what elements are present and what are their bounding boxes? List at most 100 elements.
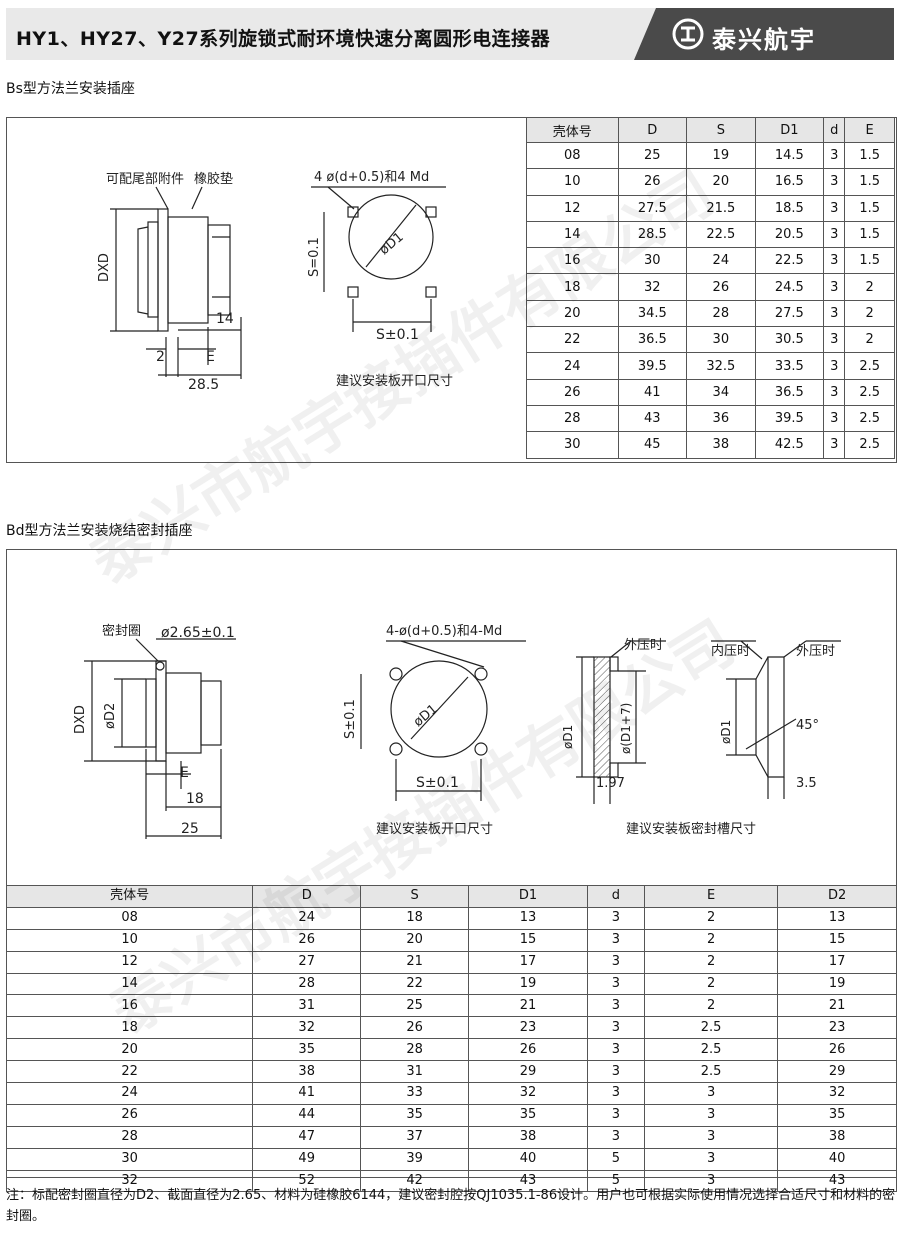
table-cell: 3 [823, 404, 846, 433]
table-cell: 3 [823, 299, 846, 328]
table-cell: 22.5 [754, 247, 825, 275]
table-cell: 31 [360, 1060, 470, 1084]
table-header-row: 壳体号 D S D1 d E D2 [5, 885, 897, 908]
table-cell: 3 [643, 1147, 779, 1171]
dim-e: E [206, 349, 215, 365]
table-cell: 20.5 [754, 220, 825, 249]
table-cell: 38 [777, 1125, 897, 1149]
table-cell: 24 [526, 352, 619, 380]
section2-drawing: 密封圈 ø2.65±0.1 DXD øD2 E 18 25 4-ø(d+0.5)… [73, 623, 841, 839]
section1-title: Bs型方法兰安装插座 [6, 81, 135, 97]
table-cell: 3 [643, 1082, 779, 1105]
table-cell: 38 [252, 1060, 362, 1084]
table-cell: 5 [586, 1147, 645, 1171]
table-cell: 20 [686, 168, 756, 196]
col-header: 壳体号 [5, 885, 254, 908]
dim-d2: øD2 [103, 703, 118, 729]
dim-d1: øD1 [377, 230, 407, 258]
table-cell: 10 [526, 168, 619, 196]
table-cell: 2.5 [844, 404, 895, 433]
table-cell: 27.5 [754, 299, 825, 328]
table-cell: 20 [360, 928, 470, 952]
col-header: d [586, 885, 645, 908]
table-cell: 2.5 [844, 378, 895, 406]
table-cell: 40 [777, 1147, 897, 1171]
table-cell: 3 [586, 1125, 645, 1149]
col-header: d [823, 117, 846, 143]
table-cell: 2 [643, 928, 779, 952]
table-cell: 3 [643, 1103, 779, 1127]
table-cell: 2 [844, 273, 895, 301]
table-cell: 10 [5, 928, 254, 952]
table-cell: 38 [468, 1125, 588, 1149]
col-header: D [617, 117, 688, 143]
col-header: S [360, 885, 470, 908]
table-cell: 25 [617, 141, 688, 170]
brand-logo-icon [672, 18, 704, 50]
dim-e-2: E [180, 765, 189, 781]
table-cell: 2.5 [643, 1016, 779, 1040]
table-cell: 1.5 [844, 168, 895, 196]
cutout-caption-2: 建议安装板开口尺寸 [376, 822, 493, 837]
table-cell: 2 [643, 994, 779, 1018]
dim-s-horizontal-2: S±0.1 [416, 775, 459, 791]
table-cell: 21.5 [686, 194, 756, 222]
table-cell: 17 [777, 950, 897, 974]
table-cell: 3 [586, 950, 645, 974]
table-cell: 24 [686, 247, 756, 275]
table-cell: 27 [252, 950, 362, 974]
table-cell: 36.5 [617, 326, 688, 354]
table-header-row: 壳体号 D S D1 d E [526, 117, 895, 143]
col-header: S [686, 117, 756, 143]
table-cell: 28 [360, 1038, 470, 1062]
table-cell: 30 [5, 1147, 254, 1171]
table-cell: 36 [686, 404, 756, 433]
table-cell: 28 [5, 1125, 254, 1149]
table-cell: 3 [823, 168, 846, 196]
table-cell: 36.5 [754, 378, 825, 406]
table-cell: 30 [617, 247, 688, 275]
table-cell: 15 [468, 928, 588, 952]
dim-dxd-2: DXD [73, 705, 88, 734]
table-cell: 26 [526, 378, 619, 406]
dim-d1-plus-7: ø(D1+7) [619, 703, 633, 754]
seal-dimension: ø2.65±0.1 [161, 625, 235, 641]
table-cell: 22 [360, 972, 470, 996]
table-cell: 28 [252, 972, 362, 996]
table-cell: 2 [643, 950, 779, 974]
table-cell: 2 [844, 326, 895, 354]
table-cell: 18 [5, 1016, 254, 1040]
table-cell: 23 [468, 1016, 588, 1040]
table-cell: 1.5 [844, 220, 895, 249]
table-cell: 3 [823, 220, 846, 249]
table-cell: 3 [586, 928, 645, 952]
dim-2: 2 [156, 349, 165, 365]
table-cell: 20 [526, 299, 619, 328]
table-cell: 26 [617, 168, 688, 196]
table-cell: 3 [586, 994, 645, 1018]
table-cell: 24.5 [754, 273, 825, 301]
dim-3-5: 3.5 [796, 776, 817, 791]
table-cell: 44 [252, 1103, 362, 1127]
table-cell: 26 [468, 1038, 588, 1062]
table-cell: 14 [5, 972, 254, 996]
table-cell: 32 [777, 1082, 897, 1105]
table-cell: 13 [777, 906, 897, 930]
table-cell: 3 [823, 273, 846, 301]
brand-name: 泰兴航宇 [712, 26, 816, 54]
table-cell: 41 [252, 1082, 362, 1105]
table-cell: 21 [468, 994, 588, 1018]
dim-dxd: DXD [97, 253, 112, 282]
table-cell: 21 [777, 994, 897, 1018]
cutout-caption: 建议安装板开口尺寸 [336, 374, 453, 389]
